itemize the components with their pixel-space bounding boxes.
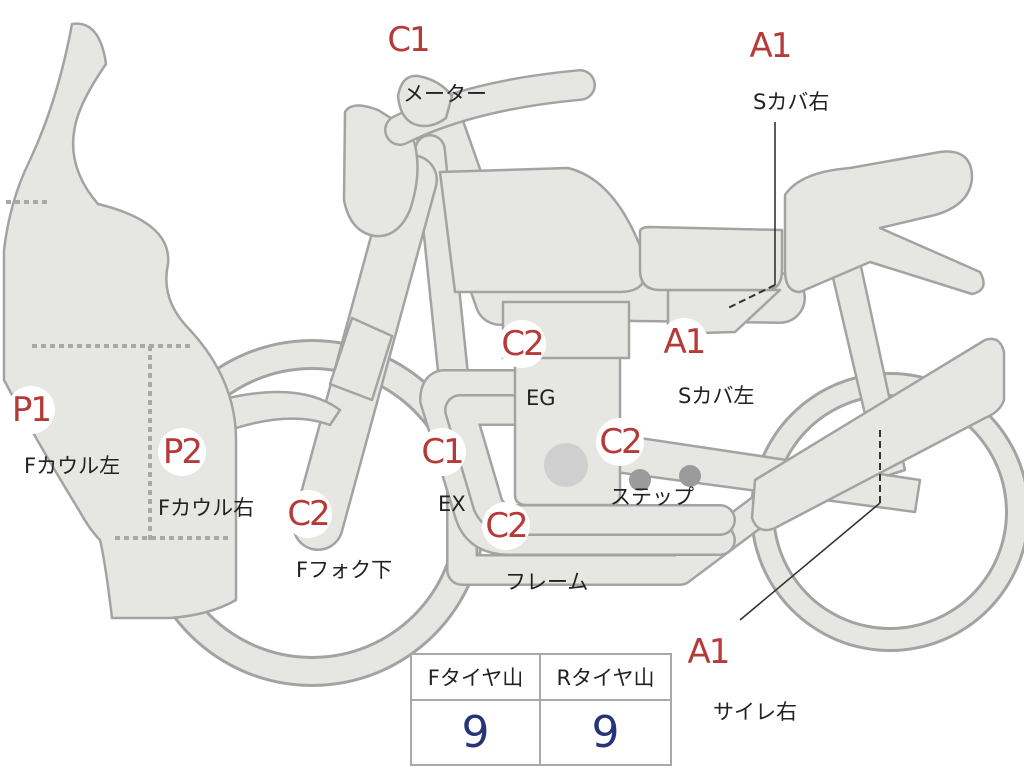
fuel-tank bbox=[438, 166, 648, 294]
leader-line-muffler bbox=[739, 502, 881, 621]
part-label-frame: フレーム bbox=[505, 570, 589, 594]
part-label-side-cover-left: Sカバ左 bbox=[678, 384, 755, 408]
part-label-step: ステップ bbox=[610, 485, 694, 509]
value-front-tire-tread: 9 bbox=[412, 701, 541, 764]
front-fork bbox=[292, 154, 438, 551]
part-label-meter: メーター bbox=[403, 82, 487, 106]
code-badge-side-cover-right: A1 bbox=[746, 22, 794, 70]
code-badge-front-cowl-right: P2 bbox=[158, 428, 206, 476]
code-badge-meter: C1 bbox=[384, 16, 432, 64]
part-label-muffler-right: サイレ右 bbox=[713, 700, 797, 724]
part-label-exhaust: EX bbox=[438, 492, 466, 516]
meter bbox=[396, 74, 454, 128]
rear-seat bbox=[783, 150, 985, 296]
part-label-side-cover-right: Sカバ右 bbox=[753, 90, 830, 114]
header-front-tire-tread: Fタイヤ山 bbox=[412, 655, 541, 701]
part-label-front-fork-lower: Fフォク下 bbox=[296, 558, 393, 582]
tire-tread-table: Fタイヤ山 Rタイヤ山 9 9 bbox=[410, 653, 672, 766]
muffler bbox=[750, 337, 1006, 532]
step-pegs bbox=[629, 465, 701, 491]
part-label-engine: EG bbox=[526, 386, 556, 410]
code-badge-engine: C2 bbox=[498, 320, 546, 368]
value-rear-tire-tread: 9 bbox=[591, 707, 620, 758]
front-fender bbox=[218, 390, 342, 432]
code-badge-step: C2 bbox=[596, 418, 644, 466]
part-label-front-cowl-right: Fカウル右 bbox=[158, 496, 255, 520]
code-badge-front-fork-lower: C2 bbox=[284, 490, 332, 538]
code-badge-muffler-right: A1 bbox=[684, 628, 732, 676]
seat-front bbox=[638, 225, 784, 292]
code-badge-exhaust: C1 bbox=[418, 428, 466, 476]
code-badge-frame: C2 bbox=[482, 502, 530, 550]
header-rear-tire-tread: Rタイヤ山 bbox=[541, 655, 670, 701]
code-badge-side-cover-left: A1 bbox=[660, 318, 708, 366]
leader-dash-side-cover-right bbox=[727, 284, 776, 309]
part-label-front-cowl-left: Fカウル左 bbox=[24, 454, 121, 478]
code-badge-front-cowl-left: P1 bbox=[7, 386, 55, 434]
front-cowl bbox=[2, 22, 238, 620]
